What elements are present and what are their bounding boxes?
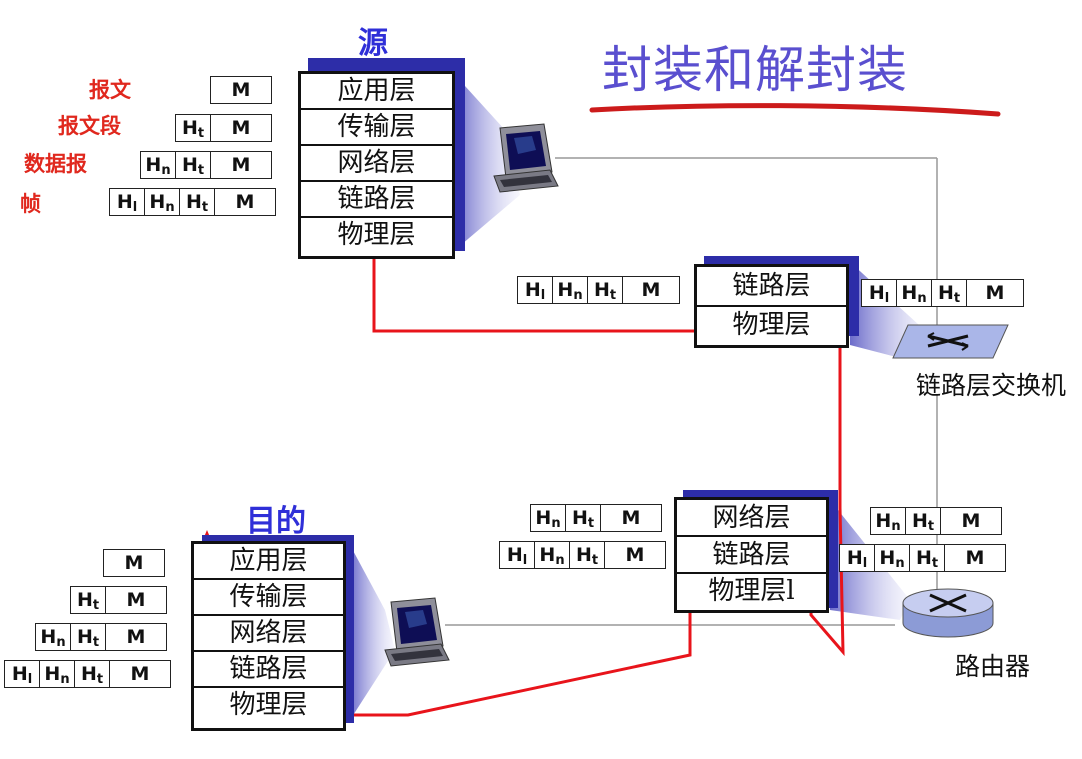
payload-cell: M [214, 188, 276, 216]
dest-stack-highlight [350, 545, 395, 720]
payload-cell: M [940, 507, 1002, 535]
payload-cell: M [210, 114, 272, 142]
layer-transport: 传输层 [194, 580, 343, 616]
switch-label: 链路层交换机 [916, 371, 1067, 400]
source-stack: 应用层 传输层 网络层 链路层 物理层 [298, 71, 455, 259]
payload-cell: M [966, 279, 1024, 307]
payload-cell: M [105, 623, 167, 651]
payload-cell: M [105, 586, 167, 614]
layer-physical: 物理层l [708, 576, 795, 606]
layer-physical: 物理层 [732, 310, 811, 340]
layer-physical: 物理层 [337, 220, 416, 250]
layer-link: 链路层 [194, 652, 343, 688]
switch-icon [892, 324, 1009, 359]
payload-cell: M [944, 544, 1006, 572]
dest-label: 目的 [246, 504, 306, 539]
layer-network: 网络层 [194, 616, 343, 652]
layer-transport: 传输层 [301, 110, 452, 146]
source-label: 源 [358, 26, 388, 61]
payload-cell: M [622, 276, 680, 304]
page-title: 封装和解封装 [602, 41, 908, 99]
router-stack: 网络层 链路层 物理层l [674, 497, 829, 613]
title-underline [589, 103, 1001, 117]
header-row-message: M [210, 76, 272, 104]
payload-cell: M [210, 151, 272, 179]
source-computer-icon [493, 123, 559, 193]
pdu-label-message: 报文 [89, 77, 131, 102]
layer-link: 链路层 [301, 182, 452, 218]
dest-computer-icon [384, 597, 450, 667]
dest-header-row-message: M [103, 549, 165, 577]
switch-stack: 链路层 物理层 [694, 264, 849, 348]
router-icon [902, 588, 994, 638]
pdu-label-datagram: 数据报 [24, 151, 87, 176]
payload-cell: M [210, 76, 272, 104]
payload-cell: M [604, 541, 666, 569]
layer-application: 应用层 [194, 544, 343, 580]
router-label: 路由器 [955, 652, 1031, 681]
layer-network: 网络层 [677, 500, 826, 537]
pdu-label-frame: 帧 [20, 191, 41, 216]
payload-cell: M [109, 660, 171, 688]
source-stack-highlight [455, 75, 520, 250]
dest-stack: 应用层 传输层 网络层 链路层 物理层 [191, 541, 346, 731]
layer-application: 应用层 [301, 74, 452, 110]
layer-link: 链路层 [697, 267, 846, 307]
layer-physical: 物理层 [229, 690, 308, 720]
layer-link: 链路层 [677, 537, 826, 574]
payload-cell: M [103, 549, 165, 577]
payload-cell: M [600, 504, 662, 532]
layer-network: 网络层 [301, 146, 452, 182]
pdu-label-segment: 报文段 [58, 113, 121, 138]
